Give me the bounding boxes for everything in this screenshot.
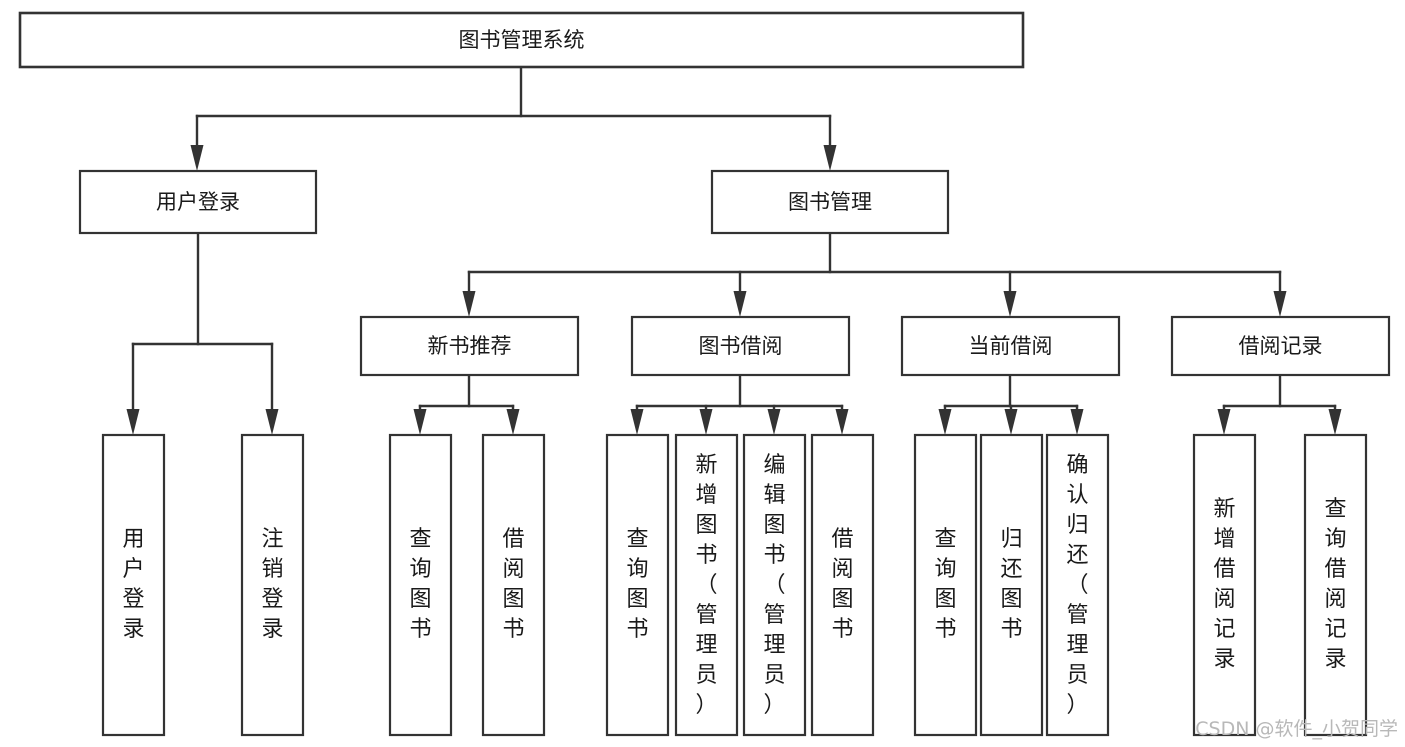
node-box[interactable] (359, 315, 580, 377)
node-boxes-layer: 图书管理系统用户登录图书管理新书推荐图书借阅当前借阅借阅记录用户登录注销登录查询… (18, 11, 1391, 737)
arrow-head-icon (630, 409, 644, 435)
node-box[interactable] (388, 433, 453, 737)
node-label: 编辑图书（管理员） (763, 453, 785, 718)
node-box[interactable] (1170, 315, 1391, 377)
arrow-head-icon (413, 409, 427, 435)
node-label: 归还图书 (1000, 527, 1022, 642)
node-label: 用户登录 (156, 190, 240, 214)
node-leaf-query-book-borrow[interactable]: 查询图书 (605, 433, 670, 737)
connector-user-login (126, 231, 279, 435)
node-box[interactable] (900, 315, 1121, 377)
arrow-head-icon (126, 409, 140, 435)
node-box[interactable] (1045, 433, 1110, 737)
arrow-head-icon (938, 409, 952, 435)
node-label: 查询图书 (626, 527, 648, 642)
node-label: 图书管理系统 (459, 28, 585, 52)
node-label: 当前借阅 (969, 334, 1053, 358)
node-leaf-user-login[interactable]: 用户登录 (101, 433, 166, 737)
node-root[interactable]: 图书管理系统 (18, 11, 1025, 69)
node-label: 借阅记录 (1239, 334, 1323, 358)
node-label: 新书推荐 (428, 334, 512, 358)
node-box[interactable] (710, 169, 950, 235)
connector-root (190, 65, 837, 171)
node-box[interactable] (78, 169, 318, 235)
arrow-head-icon (835, 409, 849, 435)
node-borrow-record[interactable]: 借阅记录 (1170, 315, 1391, 377)
node-label: 查询图书 (934, 527, 956, 642)
node-leaf-edit-book[interactable]: 编辑图书（管理员） (742, 433, 807, 737)
node-box[interactable] (605, 433, 670, 737)
node-box[interactable] (810, 433, 875, 737)
connector-book-manage (462, 231, 1287, 317)
arrow-head-icon (506, 409, 520, 435)
node-current-borrow[interactable]: 当前借阅 (900, 315, 1121, 377)
node-label: 图书借阅 (699, 334, 783, 358)
node-leaf-query-borrow-record[interactable]: 查询借阅记录 (1303, 433, 1368, 737)
node-leaf-query-book-rec[interactable]: 查询图书 (388, 433, 453, 737)
node-leaf-add-borrow-record[interactable]: 新增借阅记录 (1192, 433, 1257, 737)
arrow-head-icon (767, 409, 781, 435)
node-box[interactable] (1192, 433, 1257, 737)
node-label: 新增图书（管理员） (695, 453, 717, 718)
node-box[interactable] (101, 433, 166, 737)
node-box[interactable] (674, 433, 739, 737)
connector-borrow-record (1217, 373, 1342, 435)
node-label: 查询图书 (409, 527, 431, 642)
node-user-login[interactable]: 用户登录 (78, 169, 318, 235)
connector-new-book-recommend (413, 373, 520, 435)
arrow-head-icon (1217, 409, 1231, 435)
node-leaf-borrow-book[interactable]: 借阅图书 (810, 433, 875, 737)
node-box[interactable] (18, 11, 1025, 69)
arrow-head-icon (1328, 409, 1342, 435)
connector-edges-layer (126, 65, 1342, 435)
node-label: 图书管理 (788, 190, 872, 214)
arrow-head-icon (190, 145, 204, 171)
node-leaf-add-book[interactable]: 新增图书（管理员） (674, 433, 739, 737)
node-label: 用户登录 (122, 527, 144, 642)
node-book-borrow[interactable]: 图书借阅 (630, 315, 851, 377)
node-new-book-recommend[interactable]: 新书推荐 (359, 315, 580, 377)
node-label: 注销登录 (261, 527, 283, 642)
node-leaf-confirm-return[interactable]: 确认归还（管理员） (1045, 433, 1110, 737)
node-label: 确认归还（管理员） (1066, 453, 1088, 718)
arrow-head-icon (699, 409, 713, 435)
node-box[interactable] (1303, 433, 1368, 737)
node-box[interactable] (630, 315, 851, 377)
node-leaf-return-book[interactable]: 归还图书 (979, 433, 1044, 737)
node-label: 新增借阅记录 (1213, 497, 1235, 672)
node-box[interactable] (979, 433, 1044, 737)
arrow-head-icon (1004, 409, 1018, 435)
arrow-head-icon (462, 291, 476, 317)
arrow-head-icon (1273, 291, 1287, 317)
node-box[interactable] (913, 433, 978, 737)
node-leaf-query-book-cur[interactable]: 查询图书 (913, 433, 978, 737)
node-box[interactable] (742, 433, 807, 737)
arrow-head-icon (1003, 291, 1017, 317)
csdn-watermark: CSDN @软件_小贺同学 (1195, 718, 1398, 740)
node-box[interactable] (240, 433, 305, 737)
arrow-head-icon (733, 291, 747, 317)
connector-current-borrow (938, 373, 1084, 435)
arrow-head-icon (265, 409, 279, 435)
node-leaf-borrow-book-rec[interactable]: 借阅图书 (481, 433, 546, 737)
arrow-head-icon (823, 145, 837, 171)
node-label: 查询借阅记录 (1324, 497, 1346, 672)
node-label: 借阅图书 (831, 527, 853, 642)
arrow-head-icon (1070, 409, 1084, 435)
node-box[interactable] (481, 433, 546, 737)
node-book-manage[interactable]: 图书管理 (710, 169, 950, 235)
node-leaf-logout[interactable]: 注销登录 (240, 433, 305, 737)
node-label: 借阅图书 (502, 527, 524, 642)
connector-book-borrow (630, 373, 849, 435)
